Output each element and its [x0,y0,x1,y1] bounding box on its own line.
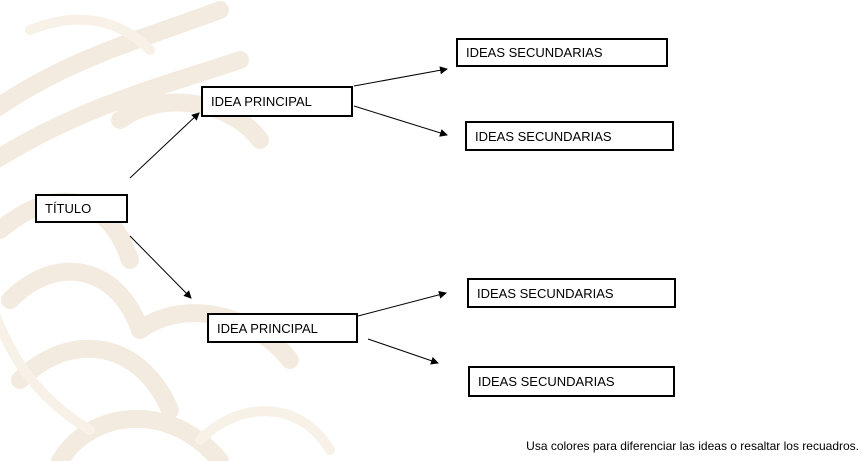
secondary-idea-node-2: IDEAS SECUNDARIAS [465,121,674,151]
secondary-idea-node-3: IDEAS SECUNDARIAS [467,278,676,308]
main-idea-node-1: IDEA PRINCIPAL [201,86,353,117]
arrow-main2-to-sec-1 [357,290,447,317]
arrow-main2-to-sec-2 [367,338,439,365]
arrow-main1-to-sec-1 [353,66,448,87]
secondary-idea-node-1: IDEAS SECUNDARIAS [456,38,668,67]
footnote-text: Usa colores para diferenciar las ideas o… [526,439,859,453]
arrow-title-to-main-2 [129,235,192,299]
arrow-title-to-main-1 [129,112,200,179]
main-idea-node-2: IDEA PRINCIPAL [207,313,358,343]
watermark-emblem [0,1,335,461]
title-node: TÍTULO [35,194,128,223]
secondary-idea-node-4: IDEAS SECUNDARIAS [468,366,675,397]
arrow-main1-to-sec-2 [353,105,448,137]
